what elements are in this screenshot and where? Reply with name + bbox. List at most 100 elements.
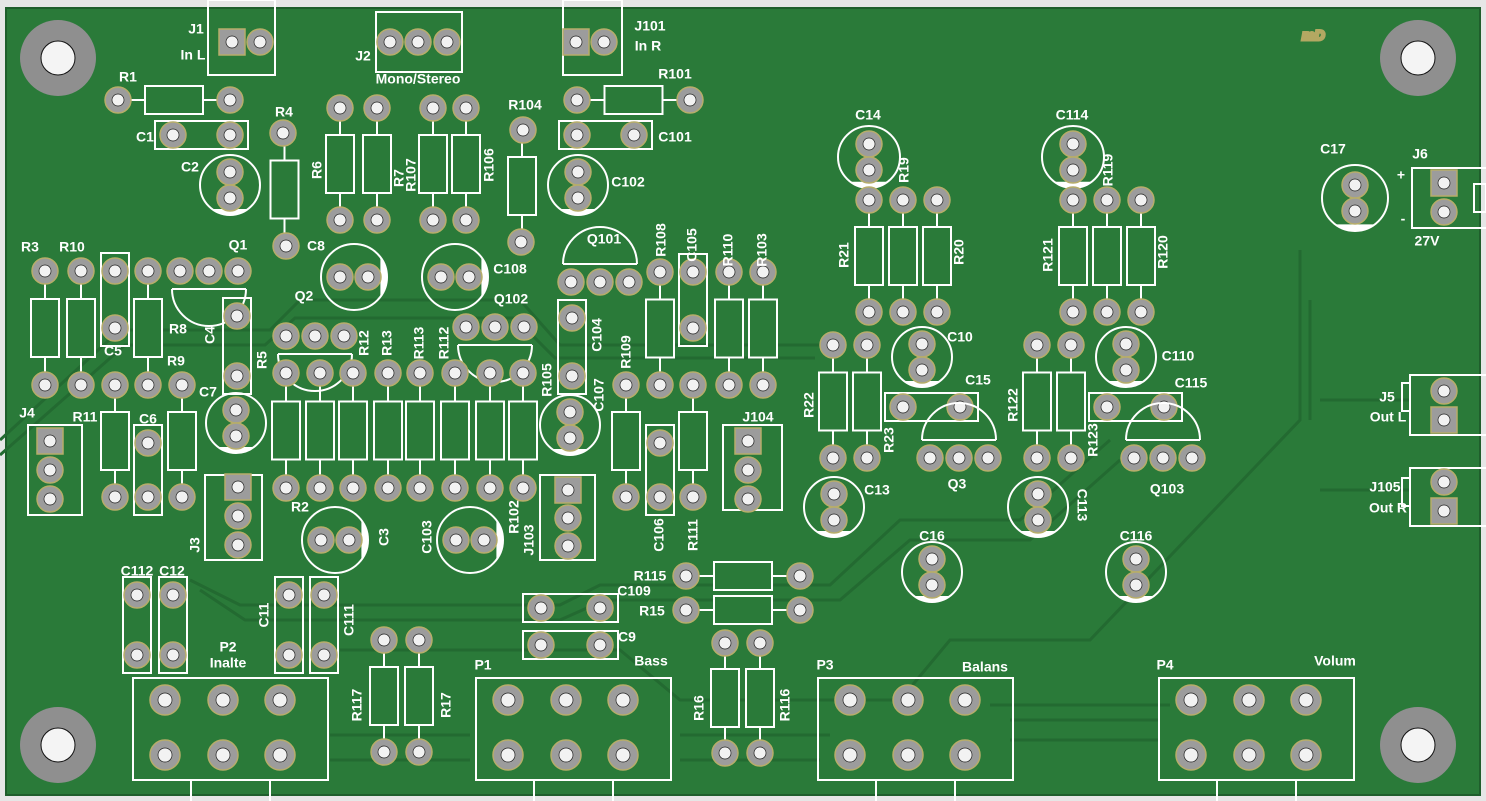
drill-hole (215, 747, 231, 763)
drill-hole (361, 270, 375, 284)
silkscreen-label-C10: C10 (947, 329, 973, 345)
drill-hole (500, 692, 516, 708)
mounting-hole (40, 727, 76, 763)
pad (1057, 331, 1085, 359)
silkscreen-label-C114: C114 (1056, 107, 1089, 123)
pad (734, 485, 762, 513)
pad (330, 322, 358, 350)
drill-hole (231, 509, 245, 523)
silkscreen-label-C102: C102 (611, 174, 645, 190)
drill-hole (1100, 305, 1114, 319)
pad (67, 371, 95, 399)
pad (586, 594, 614, 622)
silkscreen-label-OutR: Out R (1369, 500, 1407, 516)
drill-hole (1119, 337, 1133, 351)
resistor-body (852, 371, 882, 432)
resistor-body (100, 411, 130, 471)
resistor-body (508, 400, 538, 461)
pad (406, 474, 434, 502)
resistor-body (713, 561, 773, 591)
pad (1059, 156, 1087, 184)
resistor (748, 272, 778, 385)
capacitor-polarity-mark (850, 181, 888, 188)
drill-hole (862, 137, 876, 151)
drill-hole (111, 93, 125, 107)
drill-hole (1031, 513, 1045, 527)
drill-hole (1348, 204, 1362, 218)
drill-hole (1030, 451, 1044, 465)
capacitor-polarity-mark (1118, 596, 1154, 602)
pad (224, 257, 252, 285)
drill-hole (653, 436, 667, 450)
drill-hole (860, 451, 874, 465)
silkscreen-label-C101: C101 (658, 129, 692, 145)
pad (224, 502, 252, 530)
board-substrate (5, 7, 1481, 796)
drill-hole (1031, 487, 1045, 501)
drill-hole (346, 481, 360, 495)
capacitor-polarity-mark (361, 520, 369, 560)
drill-hole (842, 747, 858, 763)
resistor (852, 345, 882, 458)
pad (646, 371, 674, 399)
drill-hole (826, 338, 840, 352)
pad (672, 596, 700, 624)
resistor-body (603, 85, 664, 115)
pad (889, 393, 917, 421)
pad (550, 739, 582, 771)
silkscreen-label-J1: J1 (188, 21, 204, 37)
drill-hole (565, 369, 579, 383)
pad (441, 474, 469, 502)
pad (1023, 331, 1051, 359)
drill-hole (317, 648, 331, 662)
film-capacitor-outline (100, 252, 130, 347)
pad (492, 739, 524, 771)
drill-hole (253, 35, 267, 49)
silkscreen-label-C104: C104 (589, 318, 605, 352)
silkscreen-label-R117: R117 (349, 688, 365, 721)
silkscreen-label-R119: R119 (1100, 153, 1116, 186)
drill-hole (1066, 163, 1080, 177)
pad (326, 94, 354, 122)
pad (676, 86, 704, 114)
silkscreen-label-C13: C13 (864, 482, 890, 498)
drill-hole (1129, 578, 1143, 592)
drill-hole (426, 101, 440, 115)
pad (149, 684, 181, 716)
pad (335, 526, 363, 554)
resistor-body (30, 298, 60, 358)
drill-hole (741, 463, 755, 477)
pad (1122, 571, 1150, 599)
pad (749, 258, 777, 286)
pad (558, 362, 586, 390)
pad (36, 456, 64, 484)
pad (452, 313, 480, 341)
resistor-body (1056, 371, 1086, 432)
drill-hole (488, 320, 502, 334)
drill-hole (230, 309, 244, 323)
silkscreen-label-C109: C109 (617, 583, 651, 599)
resistor (1092, 200, 1122, 312)
drill-hole (130, 648, 144, 662)
silkscreen-label-C9: C9 (618, 629, 636, 645)
pad (166, 257, 194, 285)
silkscreen-label-C115: C115 (1175, 375, 1208, 391)
drill-hole (166, 128, 180, 142)
drill-hole (900, 747, 916, 763)
resistor (373, 373, 403, 488)
drill-hole (686, 378, 700, 392)
drill-hole (563, 431, 577, 445)
pad (946, 393, 974, 421)
resistor (1058, 200, 1088, 312)
pad (455, 263, 483, 291)
electrolytic-capacitor-outline (1105, 541, 1167, 603)
drill-hole (333, 101, 347, 115)
pad (223, 302, 251, 330)
drill-hole (74, 264, 88, 278)
drill-hole (896, 193, 910, 207)
drill-hole (38, 264, 52, 278)
drill-hole (166, 648, 180, 662)
resistor (710, 643, 740, 753)
